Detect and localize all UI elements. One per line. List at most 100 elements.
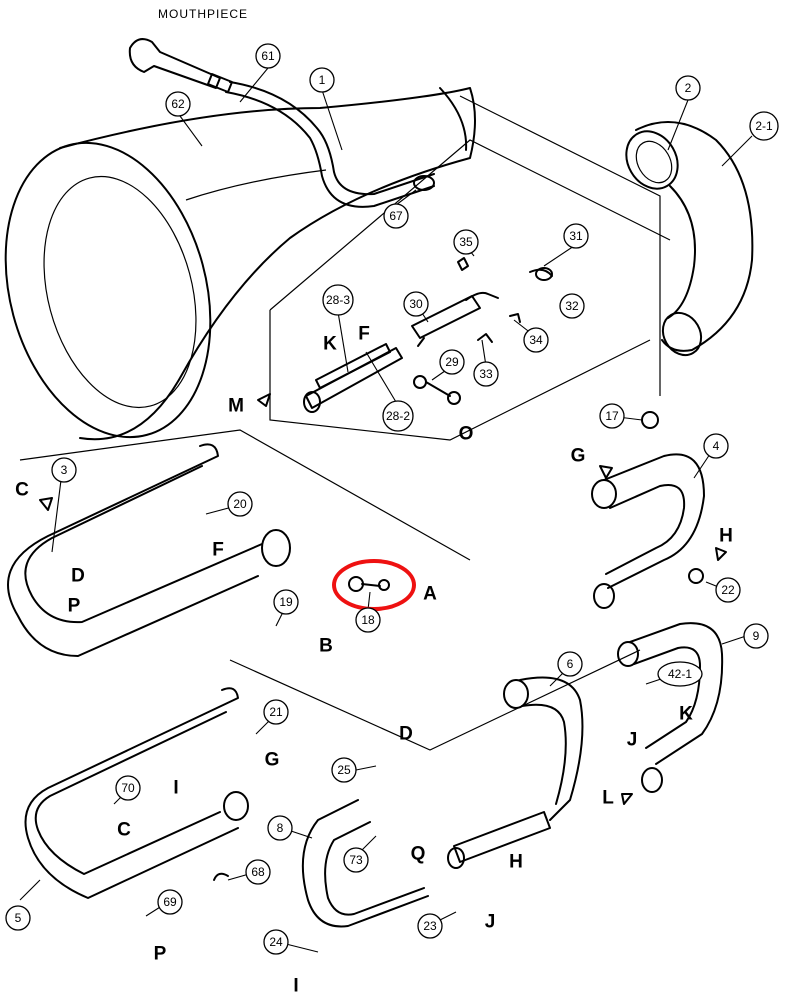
u-bend-part-9 xyxy=(617,622,724,793)
letter-K-right: K xyxy=(679,704,693,725)
svg-text:62: 62 xyxy=(171,97,185,111)
frame-lines xyxy=(19,95,671,751)
letter-C-bottom: C xyxy=(117,820,131,841)
callout-3: 3 xyxy=(51,457,77,483)
arrowheads xyxy=(39,393,727,805)
svg-text:69: 69 xyxy=(163,895,177,909)
callout-23: 23 xyxy=(417,913,443,939)
callout-22: 22 xyxy=(715,577,741,603)
callout-20: 20 xyxy=(227,491,253,517)
svg-text:17: 17 xyxy=(605,409,619,423)
mouthpiece-assembly xyxy=(128,38,435,208)
svg-text:42-1: 42-1 xyxy=(668,667,692,681)
svg-text:30: 30 xyxy=(409,297,423,311)
svg-text:28-3: 28-3 xyxy=(326,293,350,307)
letter-O: O xyxy=(459,424,474,445)
letter-K-top: K xyxy=(323,334,337,355)
callout-21: 21 xyxy=(263,699,289,725)
letter-P-left: P xyxy=(68,596,81,617)
callout-42-1: 42-1 xyxy=(657,661,703,687)
svg-text:25: 25 xyxy=(337,763,351,777)
svg-text:34: 34 xyxy=(529,333,543,347)
elbow-part-2 xyxy=(625,121,754,357)
svg-text:33: 33 xyxy=(479,367,493,381)
svg-text:6: 6 xyxy=(567,657,574,671)
callout-5: 5 xyxy=(5,905,31,931)
letter-J-right: J xyxy=(627,730,638,751)
callout-62: 62 xyxy=(165,91,191,117)
callout-2: 2 xyxy=(675,75,701,101)
letter-G-bottom: G xyxy=(265,750,280,771)
letter-Q: Q xyxy=(411,844,426,865)
callout-8: 8 xyxy=(267,815,293,841)
callout-25: 25 xyxy=(331,757,357,783)
letter-G-top: G xyxy=(571,446,586,467)
letter-I-bottom: I xyxy=(293,976,298,997)
svg-text:3: 3 xyxy=(61,463,68,477)
svg-text:5: 5 xyxy=(15,911,22,925)
svg-text:1: 1 xyxy=(319,73,326,87)
letter-D-left: D xyxy=(71,566,85,587)
svg-text:28-2: 28-2 xyxy=(386,409,410,423)
svg-text:21: 21 xyxy=(269,705,283,719)
svg-text:8: 8 xyxy=(277,821,284,835)
callout-67: 67 xyxy=(383,203,409,229)
callout-34: 34 xyxy=(523,327,549,353)
svg-text:9: 9 xyxy=(753,629,760,643)
letter-H-bottom: H xyxy=(509,852,523,873)
letter-L: L xyxy=(602,788,614,809)
svg-text:29: 29 xyxy=(445,355,459,369)
callout-19: 19 xyxy=(273,589,299,615)
u-bend-part-3 xyxy=(7,443,291,657)
callout-17: 17 xyxy=(599,403,625,429)
callout-29: 29 xyxy=(439,349,465,375)
svg-text:23: 23 xyxy=(423,919,437,933)
callout-31: 31 xyxy=(563,223,589,249)
callout-1: 1 xyxy=(309,67,335,93)
letter-F-top: F xyxy=(358,324,370,345)
u-bend-part-6-8 xyxy=(301,676,584,928)
callout-18: 18 xyxy=(355,607,381,633)
u-bend-part-5 xyxy=(24,687,249,899)
callout-30: 30 xyxy=(403,291,429,317)
letter-A: A xyxy=(423,584,437,605)
svg-text:24: 24 xyxy=(269,935,283,949)
svg-text:68: 68 xyxy=(251,865,265,879)
svg-text:2-1: 2-1 xyxy=(755,119,773,133)
svg-text:4: 4 xyxy=(713,439,720,453)
valve-assembly xyxy=(303,257,553,413)
svg-text:35: 35 xyxy=(459,235,473,249)
callout-28-3: 28-3 xyxy=(322,284,354,316)
svg-text:20: 20 xyxy=(233,497,247,511)
callout-28-2: 28-2 xyxy=(382,400,414,432)
letter-H-top: H xyxy=(719,526,733,547)
callout-6: 6 xyxy=(557,651,583,677)
svg-text:61: 61 xyxy=(261,49,275,63)
svg-text:2: 2 xyxy=(685,81,692,95)
leader-lines xyxy=(19,67,753,953)
svg-text:32: 32 xyxy=(565,299,579,313)
callout-73: 73 xyxy=(343,847,369,873)
callout-32: 32 xyxy=(559,293,585,319)
callout-9: 9 xyxy=(743,623,769,649)
svg-text:67: 67 xyxy=(389,209,403,223)
svg-text:18: 18 xyxy=(361,613,375,627)
callout-4: 4 xyxy=(703,433,729,459)
letter-F-mid: F xyxy=(212,540,224,561)
letter-M: M xyxy=(228,396,244,417)
mouthpiece-label: MOUTHPIECE xyxy=(158,7,248,21)
callout-24: 24 xyxy=(263,929,289,955)
svg-text:31: 31 xyxy=(569,229,583,243)
letter-D-bottom: D xyxy=(399,724,413,745)
svg-text:73: 73 xyxy=(349,853,363,867)
svg-text:70: 70 xyxy=(121,781,135,795)
bell-part-1 xyxy=(4,87,476,441)
callout-2-1: 2-1 xyxy=(749,111,779,141)
u-bend-part-4 xyxy=(591,411,705,609)
letter-C-top: C xyxy=(15,480,29,501)
callout-33: 33 xyxy=(473,361,499,387)
svg-text:22: 22 xyxy=(721,583,735,597)
letter-J-bottom: J xyxy=(485,912,496,933)
part-18-assembly xyxy=(348,576,390,592)
